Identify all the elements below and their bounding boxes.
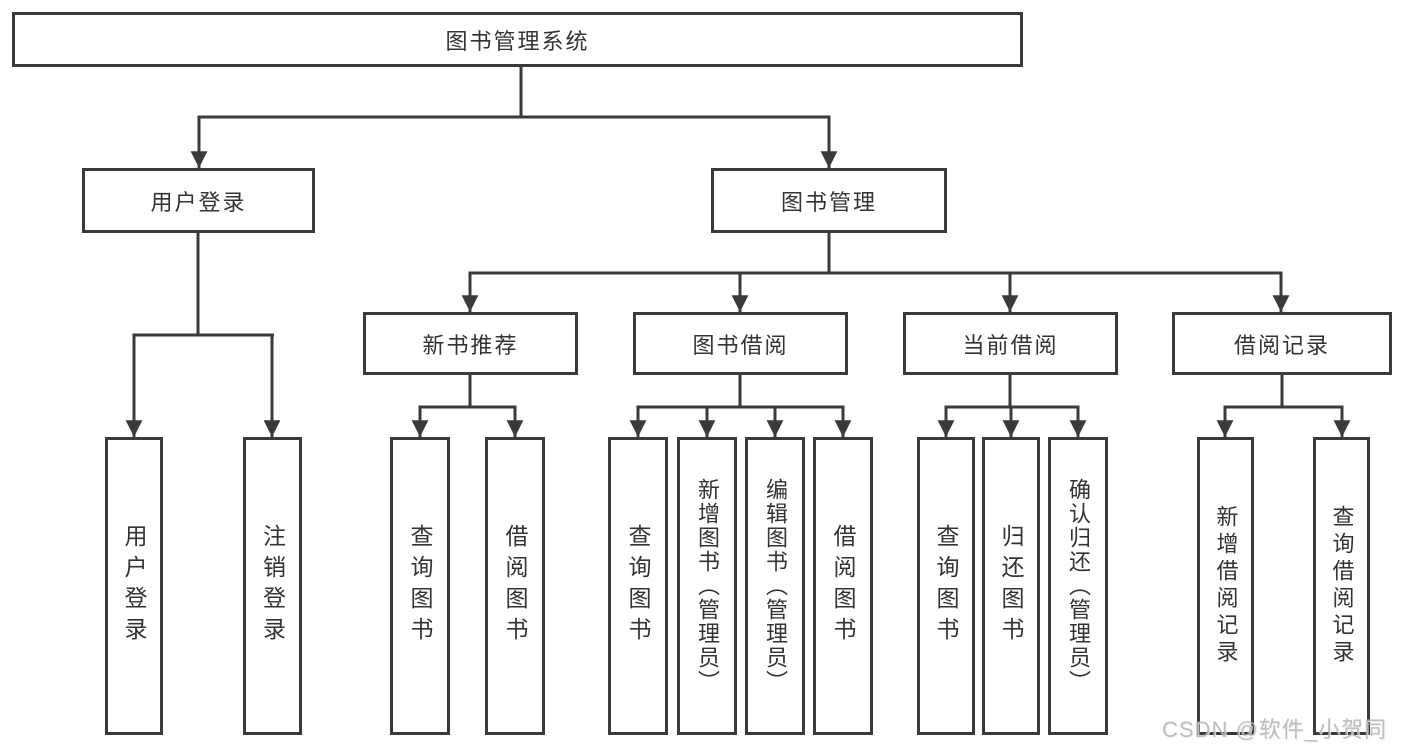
leaf-confirm-return-admin: 确认归还（管理员） [1048, 437, 1108, 735]
leaf-edit-books-admin: 编辑图书（管理员） [745, 437, 805, 735]
leaf-logout: 注销登录 [243, 437, 302, 735]
node-book-management: 图书管理 [711, 168, 947, 233]
leaf-query-books-borrowing: 查询图书 [608, 437, 668, 735]
leaf-borrow-books-borrowing: 借阅图书 [813, 437, 873, 735]
leaf-return-books: 归还图书 [982, 437, 1040, 735]
leaf-query-books-recommend: 查询图书 [390, 437, 450, 735]
leaf-query-books-current: 查询图书 [917, 437, 975, 735]
node-book-borrowing: 图书借阅 [633, 312, 848, 375]
leaf-query-borrow-record: 查询借阅记录 [1313, 437, 1370, 735]
node-new-book-recommend: 新书推荐 [363, 312, 578, 375]
leaf-add-books-admin: 新增图书（管理员） [677, 437, 737, 735]
leaf-add-borrow-record: 新增借阅记录 [1197, 437, 1254, 735]
watermark-text: CSDN @软件_小贺同学 [1162, 717, 1388, 742]
node-library-management-system: 图书管理系统 [12, 12, 1023, 67]
leaf-borrow-books-recommend: 借阅图书 [485, 437, 545, 735]
node-user-login: 用户登录 [82, 168, 315, 233]
node-current-borrowing: 当前借阅 [903, 312, 1118, 375]
node-borrowing-records: 借阅记录 [1172, 312, 1392, 375]
leaf-user-login: 用户登录 [105, 437, 163, 735]
